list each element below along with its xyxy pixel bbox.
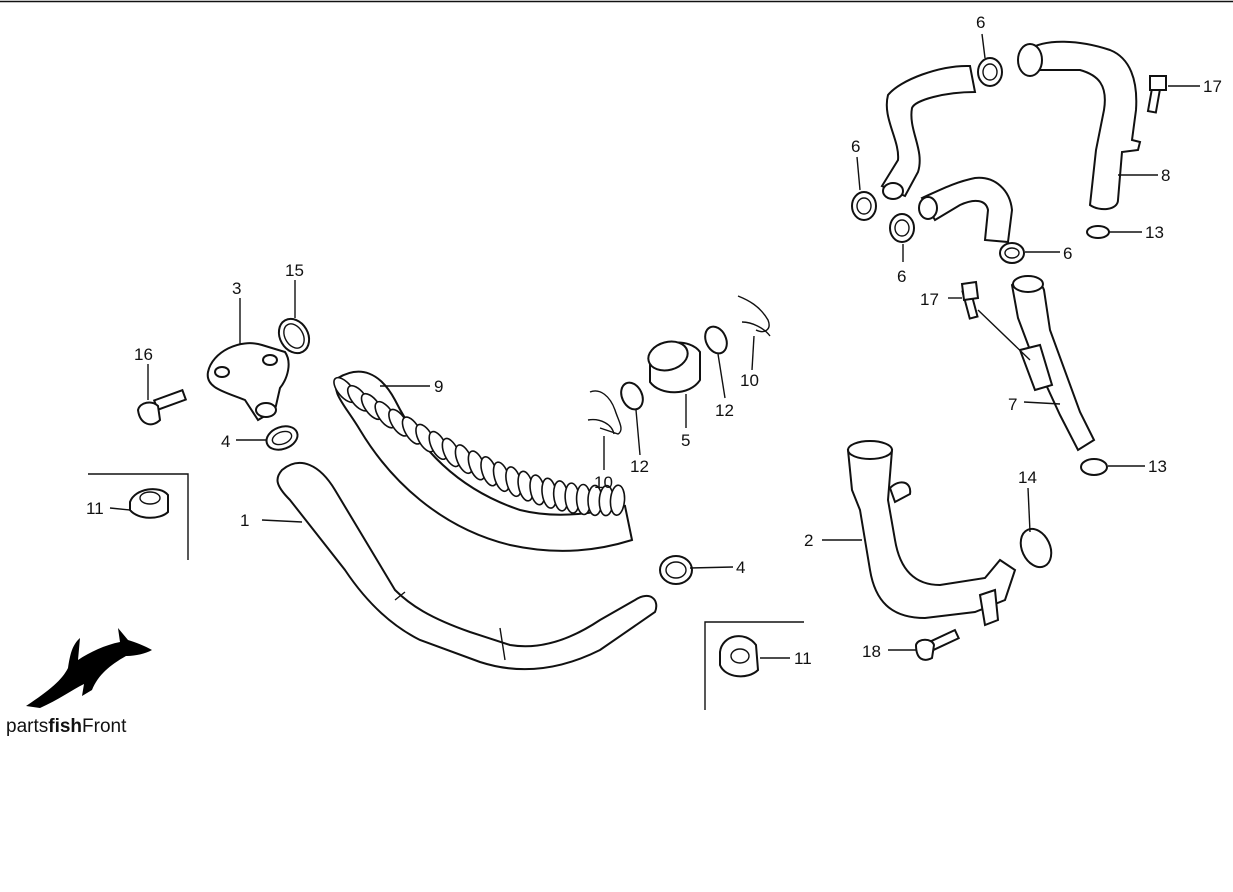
callout-17-left: 17	[920, 290, 939, 309]
callout-16: 16	[134, 345, 153, 364]
part-15-o-ring-inner	[283, 323, 305, 349]
callout-15: 15	[285, 261, 304, 280]
leader-lines	[109, 33, 1200, 659]
callout-11-left: 11	[86, 499, 104, 518]
small-hose-upper	[880, 64, 977, 200]
part-1-hose	[276, 461, 658, 671]
part-7-pipe	[1010, 275, 1096, 452]
callout-6-left: 6	[851, 137, 860, 156]
part-17-bolt-left	[960, 280, 980, 320]
brand-suffix: Front	[82, 716, 127, 737]
hose-rib	[609, 484, 626, 516]
callout-6-top: 6	[976, 13, 985, 32]
swordfish-logo-icon	[26, 628, 152, 708]
callout-6-middle: 6	[897, 267, 906, 286]
part-6-clamp-b	[851, 191, 877, 221]
part-12-ring-right	[704, 325, 728, 355]
part-9-corrugated-hose	[333, 370, 634, 552]
callout-13-lower: 13	[1148, 457, 1167, 476]
callout-3: 3	[232, 279, 241, 298]
callout-18: 18	[862, 642, 881, 661]
callout-7: 7	[1008, 395, 1017, 414]
callout-10-left: 10	[594, 473, 613, 492]
small-hose-lower	[918, 176, 1014, 244]
callout-2: 2	[804, 531, 813, 550]
callout-12-right: 12	[715, 401, 734, 420]
part-13-washer-lower	[1080, 458, 1108, 476]
brand-prefix: parts	[6, 716, 49, 737]
brand-bold: fish	[48, 716, 83, 737]
callout-4-upper: 4	[221, 432, 230, 451]
part-3-flange-elbow	[206, 342, 290, 422]
part-16-bolt	[136, 388, 188, 426]
part-14-o-ring	[1019, 527, 1053, 569]
part-12-ring-left	[620, 381, 644, 411]
part-4-clamp-upper	[265, 425, 299, 451]
brand-wordmark: partsfishFront	[6, 716, 126, 738]
callout-4-lower: 4	[736, 558, 745, 577]
callout-14: 14	[1018, 468, 1037, 487]
callout-1: 1	[240, 511, 249, 530]
callout-12-left: 12	[630, 457, 649, 476]
part-18-bolt	[914, 628, 961, 661]
part-8-upper-pipe	[1017, 40, 1142, 211]
part-13-washer-upper	[1086, 225, 1110, 239]
part-6-clamp-c	[889, 213, 915, 243]
part-15-o-ring	[277, 317, 311, 355]
callout-8: 8	[1161, 166, 1170, 185]
callout-13-upper: 13	[1145, 223, 1164, 242]
part-6-clamp-a	[977, 57, 1003, 87]
part-2-bent-pipe	[846, 440, 1017, 627]
part-11-clamp-left	[129, 488, 169, 519]
callout-10-right: 10	[740, 371, 759, 390]
callout-17-right: 17	[1203, 77, 1222, 96]
part-10-clip-right	[737, 295, 771, 337]
part-4-clamp-lower	[659, 555, 693, 585]
callout-11-right: 11	[794, 649, 812, 668]
part-11-clamp-right	[719, 635, 760, 678]
part-5-sleeve	[647, 340, 701, 394]
part-17-bolt-right	[1146, 75, 1167, 114]
part-11-box-left	[88, 473, 189, 560]
part-11-box-right	[704, 621, 804, 710]
callout-5: 5	[681, 431, 690, 450]
callout-9: 9	[434, 377, 443, 396]
callout-6-right: 6	[1063, 244, 1072, 263]
part-10-clip-left	[587, 390, 622, 435]
part-6-clamp-d	[999, 242, 1025, 264]
